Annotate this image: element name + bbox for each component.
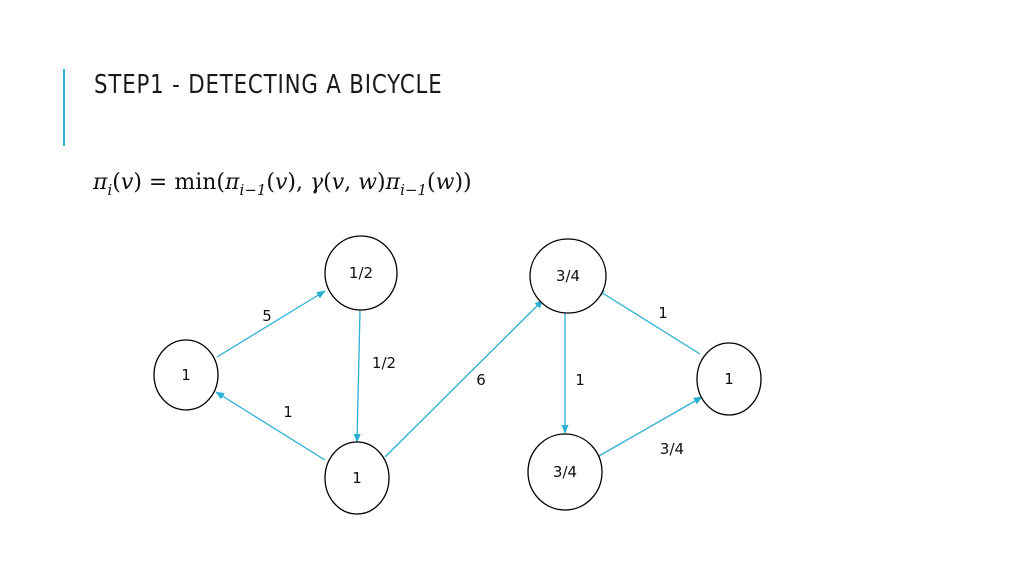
edge-label-n3-n1: 1 xyxy=(283,403,293,421)
node-label-n4: 3/4 xyxy=(556,267,580,285)
edge-n6-n4 xyxy=(595,288,701,355)
edge-n2-n3 xyxy=(353,309,361,443)
edge-label-n2-n3: 1/2 xyxy=(372,354,396,372)
node-label-n1: 1 xyxy=(181,366,191,384)
formula-w-2: w xyxy=(435,170,455,195)
node-label-n3: 1 xyxy=(352,469,362,487)
edge-label-n5-n6: 3/4 xyxy=(660,440,684,458)
edges-layer: 5 1/2 1 6 1 3/4 1 xyxy=(215,288,703,461)
formula-v: v xyxy=(120,170,134,195)
edge-n3-n1 xyxy=(215,391,326,461)
title-accent-bar xyxy=(63,69,65,146)
formula-gamma: γ xyxy=(309,170,324,195)
formula-pi-3: π xyxy=(385,170,401,195)
node-label-n5: 3/4 xyxy=(553,463,577,481)
formula-pi-2: π xyxy=(224,170,240,195)
edge-n3-n4 xyxy=(384,299,544,458)
node-label-n6: 1 xyxy=(724,370,734,388)
nodes-layer: 1 1/2 1 3/4 3/4 1 xyxy=(153,235,762,515)
edge-n5-n6 xyxy=(598,396,703,457)
node-circle-n2 xyxy=(324,235,398,311)
edge-label-n3-n4: 6 xyxy=(476,371,486,389)
edge-label-n1-n2: 5 xyxy=(262,307,272,325)
edge-label-n4-n5: 1 xyxy=(575,371,585,389)
formula-eq-min: = min( xyxy=(141,170,225,195)
node-circle-n4 xyxy=(529,238,607,314)
formula-sub-im1: i−1 xyxy=(239,181,267,199)
formula-sub-im1-2: i−1 xyxy=(400,181,427,199)
node-label-n2: 1/2 xyxy=(349,264,373,282)
node-circle-n1 xyxy=(153,339,219,411)
formula-v-2: v xyxy=(274,170,288,195)
formula-w: w xyxy=(358,170,378,195)
formula-pi: π xyxy=(93,170,108,195)
recurrence-formula: πi(v) = min(πi−1(v), γ(v, w)πi−1(w)) xyxy=(93,170,472,199)
formula-v-3: v xyxy=(331,170,345,195)
node-circle-n3 xyxy=(324,441,390,515)
formula-sub-i: i xyxy=(107,181,113,199)
edge-label-n6-n4: 1 xyxy=(658,304,668,322)
edge-n1-n2 xyxy=(216,290,326,358)
slide-title: STEP1 - DETECTING A BICYCLE xyxy=(94,70,443,100)
node-circle-n6 xyxy=(696,342,762,416)
node-circle-n5 xyxy=(527,433,603,511)
